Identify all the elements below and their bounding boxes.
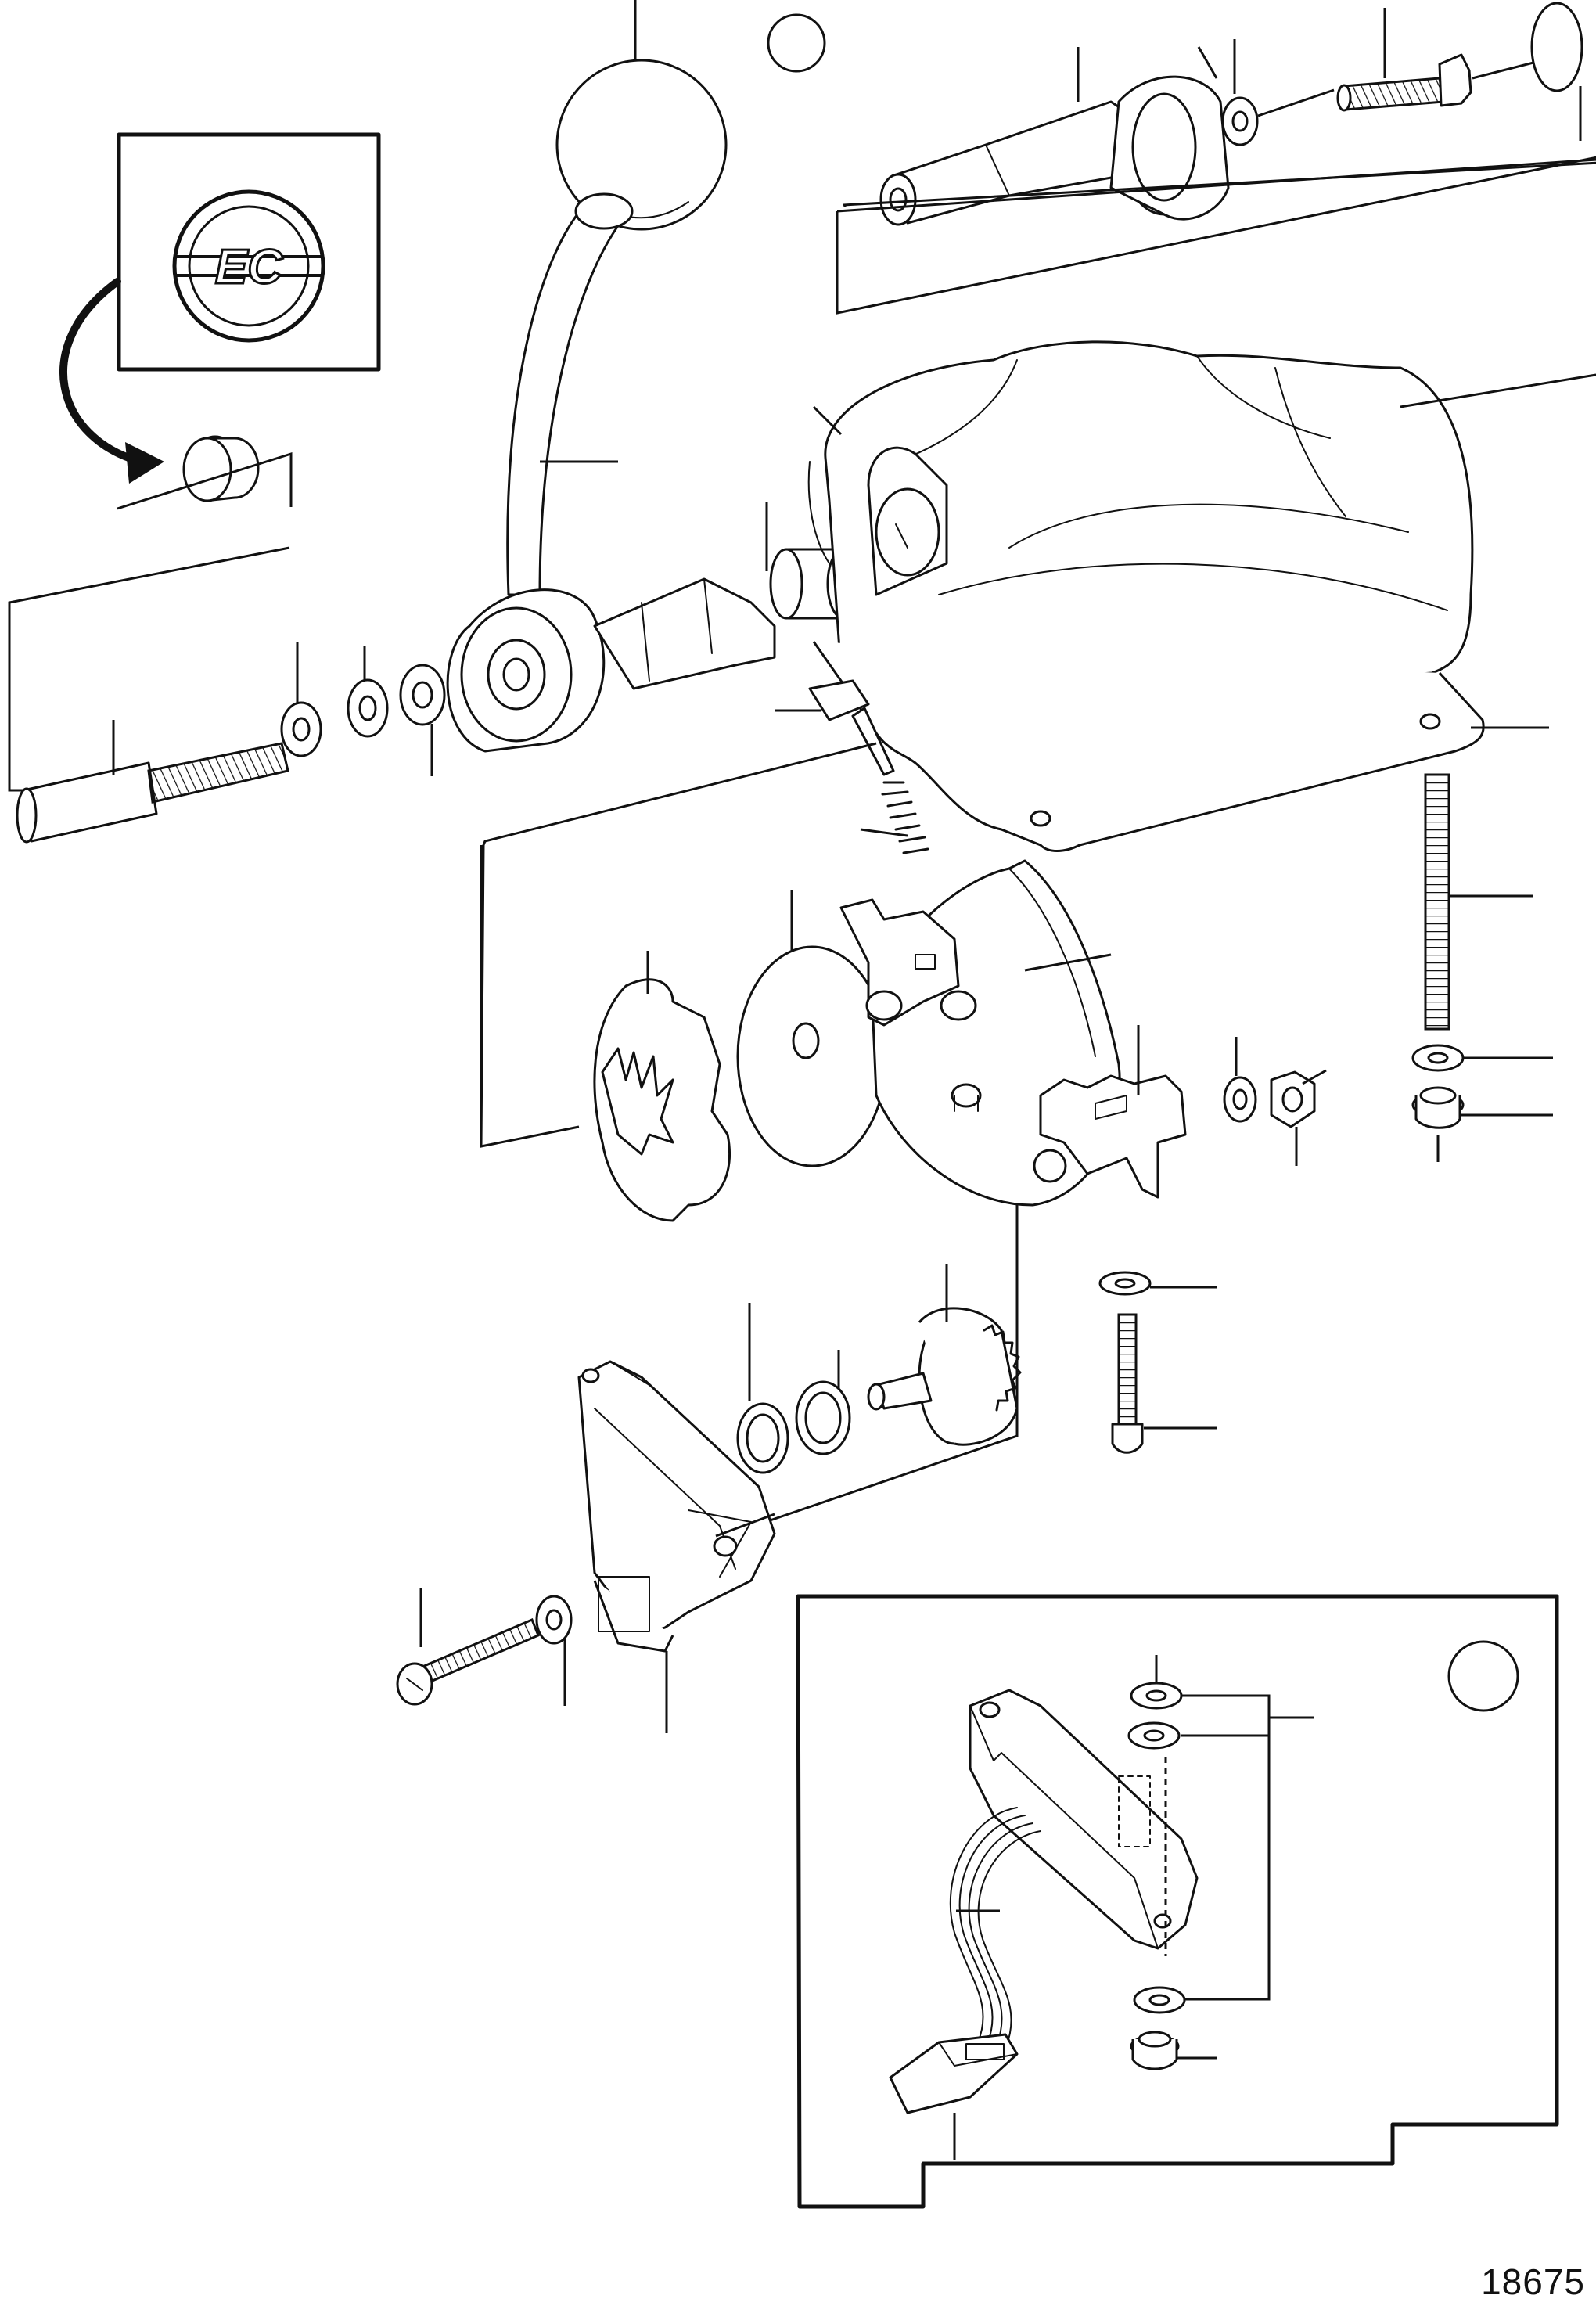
sensor-washer xyxy=(535,1595,573,1645)
top-washer xyxy=(1221,96,1259,146)
inset-washer-1 xyxy=(1130,1682,1183,1710)
washer-2 xyxy=(347,678,389,738)
gear-plate xyxy=(593,978,732,1222)
inset-washer-3 xyxy=(1133,1986,1186,2014)
sensor-gear xyxy=(867,1307,1022,1446)
lever-bracket xyxy=(1033,1074,1187,1199)
badge-text: EC xyxy=(215,240,283,294)
detent-pin xyxy=(808,679,895,776)
sensor-screw xyxy=(396,1618,540,1706)
sensor-spring-ring xyxy=(795,1380,851,1455)
bracket-block xyxy=(839,898,977,1027)
inset-washer-2 xyxy=(1127,1721,1181,1750)
small-washer-right xyxy=(1223,1076,1257,1123)
circle-marker-icon-top xyxy=(767,13,826,73)
hex-nut-right xyxy=(1270,1070,1316,1128)
washer-3 xyxy=(399,664,446,726)
center-screw xyxy=(1111,1313,1144,1454)
circle-marker-icon-inset xyxy=(1447,1640,1519,1712)
center-washer xyxy=(1098,1271,1152,1296)
flange-nut xyxy=(1411,1086,1465,1129)
lever-hub xyxy=(446,577,776,753)
cone-cap xyxy=(1109,75,1230,221)
washer-1 xyxy=(280,701,322,757)
top-bolt xyxy=(1336,53,1472,112)
top-end-cap xyxy=(1530,2,1583,92)
control-housing xyxy=(812,340,1485,852)
threaded-stud xyxy=(1424,773,1450,1031)
lever-arm xyxy=(506,192,634,596)
ec-logo-badge: EC xyxy=(117,132,381,372)
long-screw xyxy=(16,742,289,844)
detent-spring xyxy=(881,781,929,854)
sensor-housing xyxy=(577,1360,776,1653)
lever-knob xyxy=(555,59,728,231)
detail-inset xyxy=(796,1594,1559,2209)
curved-arrow-icon xyxy=(59,278,164,484)
sensor-o-ring xyxy=(736,1402,789,1474)
inset-nut xyxy=(1130,2031,1180,2070)
large-washer-disc xyxy=(736,945,888,1167)
figure-number: 18675 xyxy=(1481,2261,1585,2302)
stud-washer xyxy=(1411,1044,1465,1072)
